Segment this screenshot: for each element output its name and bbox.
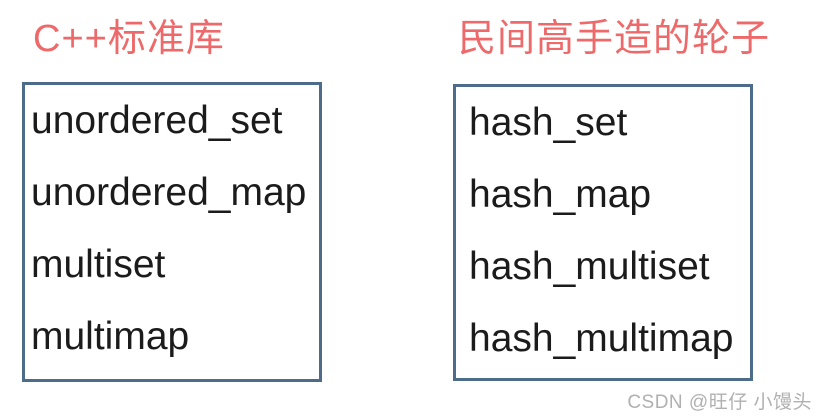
list-item: unordered_set bbox=[31, 99, 283, 142]
watermark: CSDN @旺仔 小馒头 bbox=[627, 392, 812, 413]
std-library-box: unordered_set unordered_map multiset mul… bbox=[22, 82, 322, 382]
list-item: unordered_map bbox=[31, 171, 307, 214]
list-item: hash_map bbox=[469, 173, 652, 216]
list-item: multimap bbox=[31, 315, 190, 358]
list-item: multiset bbox=[31, 243, 166, 286]
community-wheels-box: hash_set hash_map hash_multiset hash_mul… bbox=[453, 84, 753, 381]
list-item: hash_multimap bbox=[469, 317, 734, 360]
list-item: hash_set bbox=[469, 101, 628, 144]
list-item: hash_multiset bbox=[469, 245, 710, 288]
community-wheels-title: 民间高手造的轮子 bbox=[458, 18, 771, 60]
std-library-title: C++标准库 bbox=[33, 18, 225, 60]
